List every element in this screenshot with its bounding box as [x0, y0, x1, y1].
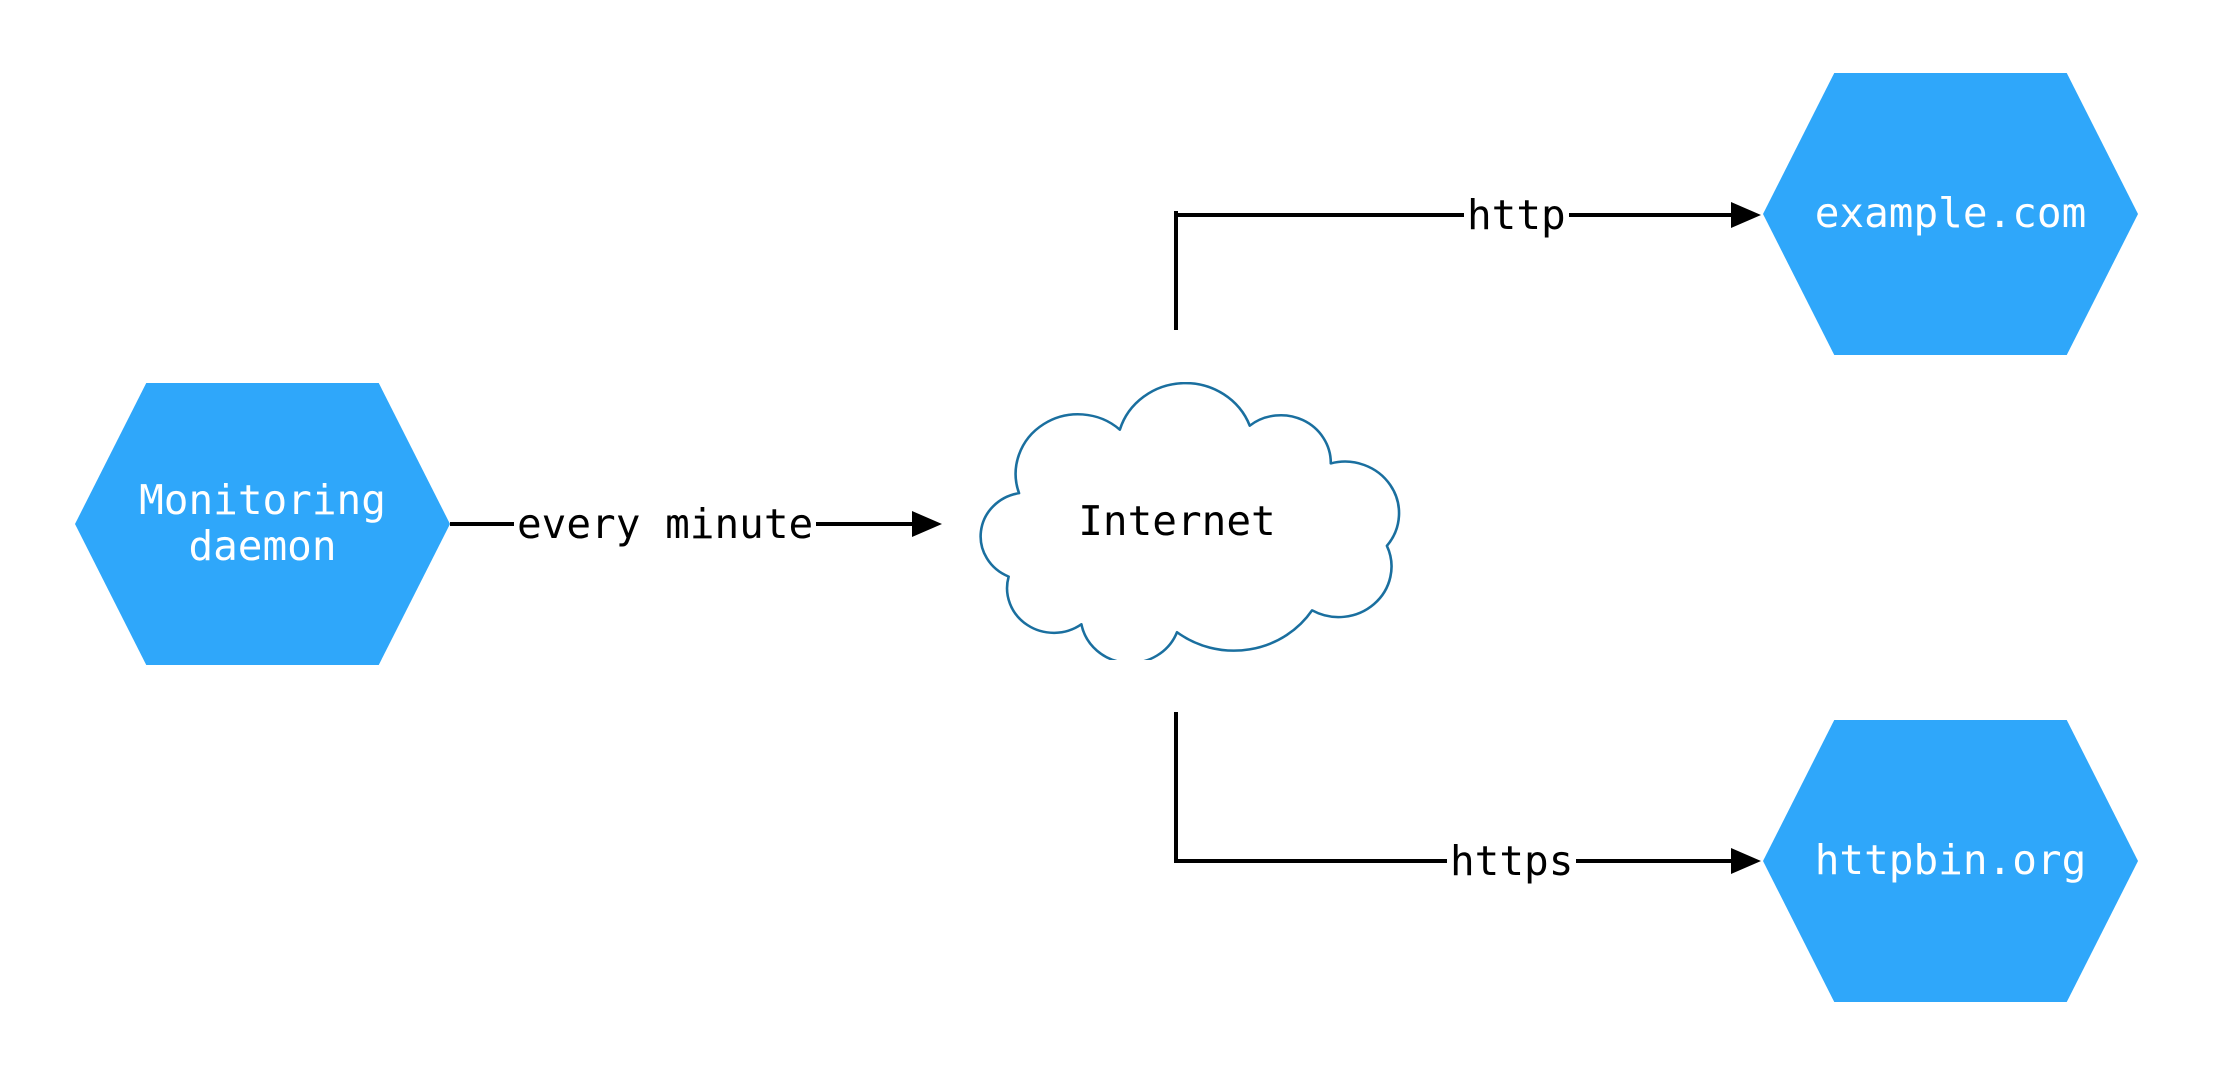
node-httpbin-org: httpbin.org: [1763, 720, 2138, 1002]
edge-internet-to-example: http: [1174, 193, 1761, 237]
edge-line: [450, 522, 514, 526]
edge-label-https: https: [1450, 836, 1574, 885]
edge-line: [1576, 859, 1731, 863]
arrow-right-icon: [912, 511, 942, 537]
edge-line: [1568, 213, 1731, 217]
arrow-right-icon: [1731, 848, 1761, 874]
node-internet-cloud: Internet: [938, 382, 1416, 660]
cloud-shape: [979, 382, 1401, 660]
edge-monitoring-to-internet: every minute: [450, 502, 942, 546]
arrow-right-icon: [1731, 202, 1761, 228]
node-monitoring-daemon-label: Monitoring daemon: [139, 476, 386, 570]
edge-label-every-minute: every minute: [517, 499, 814, 548]
edge-label-http: http: [1467, 190, 1566, 239]
edge-line: [1174, 213, 1464, 217]
node-example-com: example.com: [1763, 73, 2138, 355]
edge-http-vertical-line: [1174, 211, 1178, 330]
cloud-outline: [979, 382, 1401, 660]
node-httpbin-org-label: httpbin.org: [1814, 836, 2087, 885]
edge-internet-to-httpbin: https: [1174, 839, 1761, 883]
edge-line: [1174, 859, 1447, 863]
node-example-com-label: example.com: [1814, 189, 2087, 238]
edge-https-vertical-line: [1174, 712, 1178, 861]
node-monitoring-daemon: Monitoring daemon: [75, 383, 450, 665]
node-internet-label: Internet: [1078, 496, 1276, 545]
edge-line: [816, 522, 912, 526]
